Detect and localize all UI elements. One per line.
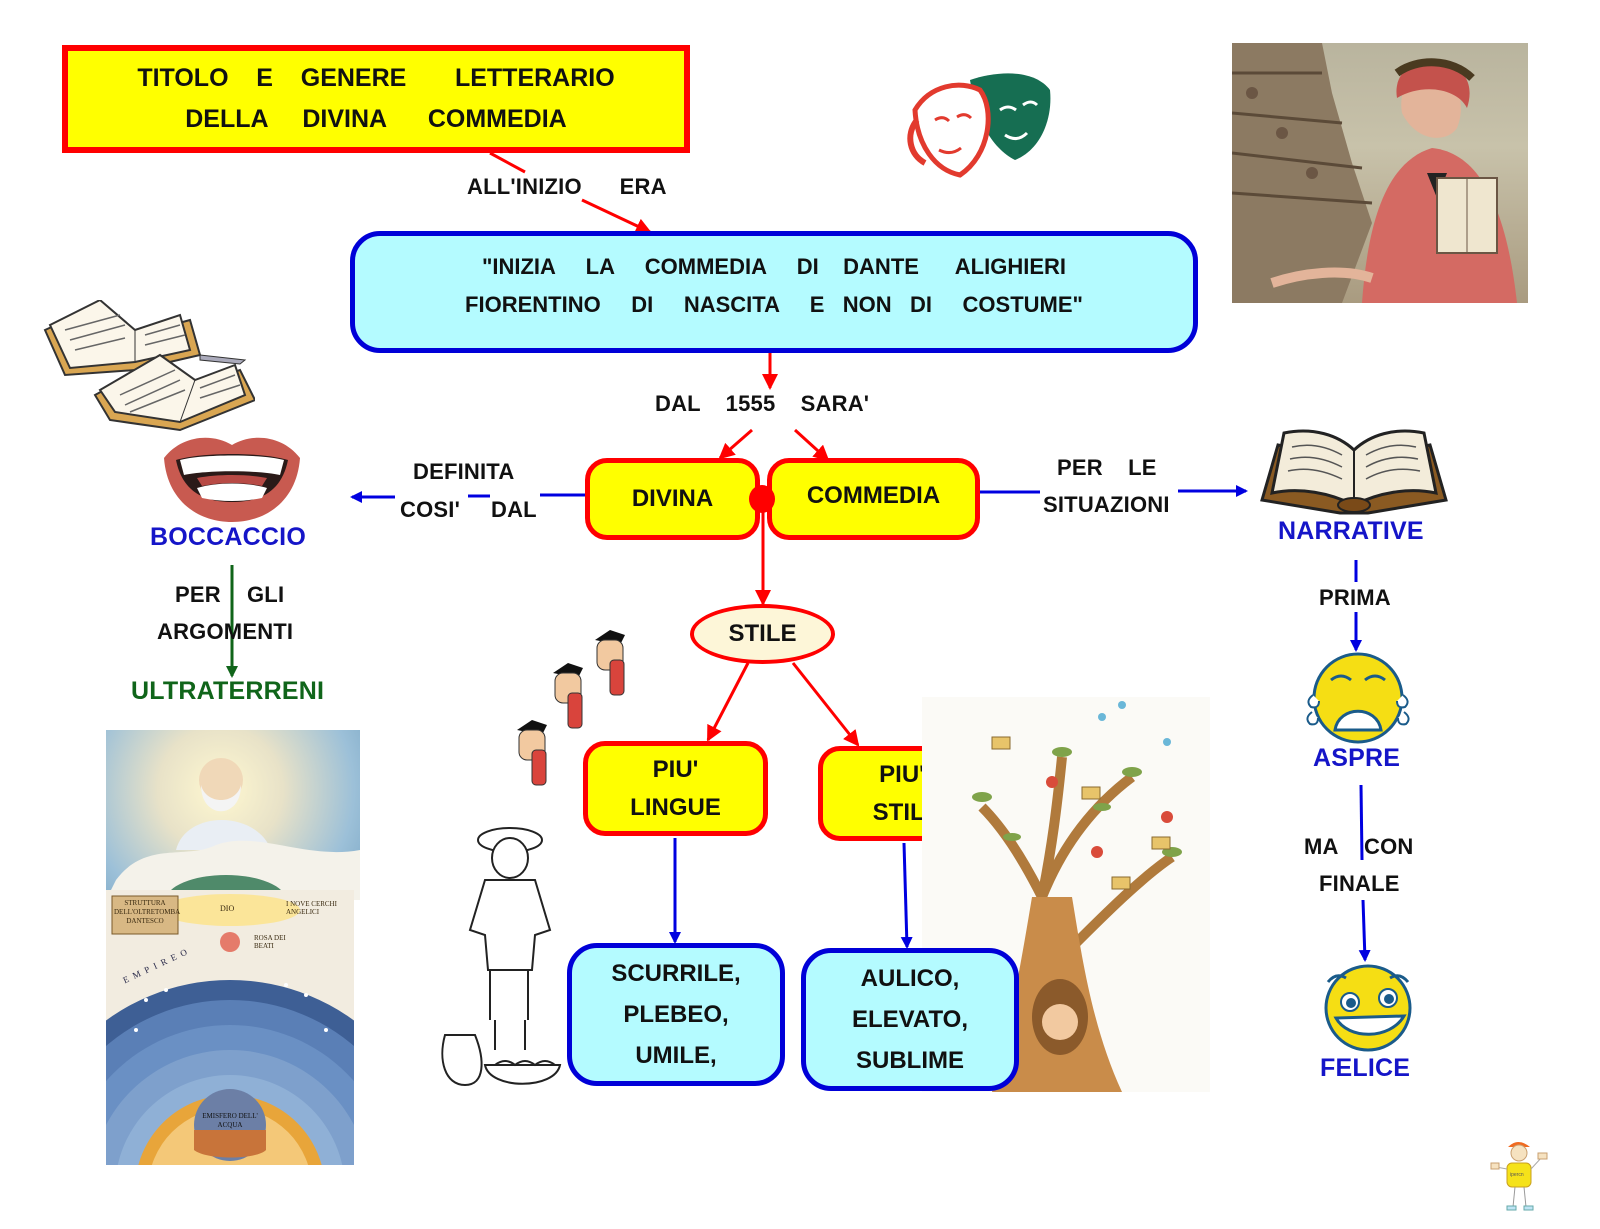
edge-dal-divina	[718, 428, 753, 460]
edge-label-con: CON	[1364, 834, 1414, 859]
edge-aspre-felice-a	[1359, 784, 1364, 861]
theatre-masks-icon	[905, 65, 1055, 185]
edge-title-quote-b	[581, 198, 652, 234]
cosmos-emisfero: EMISFERO DELL' ACQUA	[202, 1112, 258, 1129]
node-ultraterreni: ULTRATERRENI	[131, 677, 325, 705]
value-scurrile: SCURRILE,	[611, 960, 741, 987]
node-piu-stili-line-2: STILI	[872, 798, 932, 826]
edge-label-per-le: PER LE	[1057, 455, 1157, 480]
value-elevato: ELEVATO,	[851, 1006, 968, 1033]
quote-box: "INIZIA LA COMMEDIA DI DANTE ALIGHIERI F…	[350, 231, 1198, 353]
edge-label-argomenti: ARGOMENTI	[157, 619, 294, 644]
value-sublime: SUBLIME	[856, 1047, 964, 1074]
node-felice: FELICE	[1320, 1054, 1411, 1082]
title-line-2: DELLA DIVINA COMMEDIA	[185, 105, 567, 133]
node-lingue-values: SCURRILE, PLEBEO, UMILE,	[567, 943, 785, 1086]
mascot-figure-icon: ipercn	[1490, 1135, 1550, 1215]
edge-label-cosi: COSI'	[400, 497, 461, 522]
value-plebeo: PLEBEO,	[623, 1001, 729, 1028]
node-stile-label: STILE	[728, 620, 797, 647]
edge-aspre-felice-b	[1358, 899, 1371, 962]
smiling-mouth-icon	[162, 430, 302, 525]
god-in-heaven-image	[106, 730, 360, 900]
edge-label-prima: PRIMA	[1319, 585, 1391, 610]
open-books-icon	[40, 300, 255, 435]
edge-label-per: PER	[175, 582, 221, 607]
edge-stile-stili	[791, 662, 860, 747]
edge-label-gli: GLI	[247, 582, 285, 607]
edge-label-dal: DAL	[491, 497, 537, 522]
dante-cosmos-diagram: STRUTTURA DELL'OLTRETOMBA DANTESCO DIO I…	[106, 890, 354, 1165]
edge-dal-commedia	[793, 428, 830, 462]
dante-portrait-image	[1232, 43, 1528, 303]
node-stile: STILE	[690, 604, 835, 664]
node-commedia-label: COMMEDIA	[806, 482, 941, 509]
happy-face-icon	[1318, 960, 1418, 1052]
cosmos-rosa: ROSA DEI BEATI	[254, 934, 286, 950]
cosmos-dio: DIO	[220, 904, 235, 913]
junction-dot	[749, 485, 775, 513]
open-book-icon	[1258, 425, 1450, 517]
edge-label-definita: DEFINITA	[413, 459, 515, 484]
node-piu-lingue-line-2: LINGUE	[630, 793, 721, 821]
value-aulico: AULICO,	[860, 965, 960, 992]
edge-label-dal-1555-sara: DAL 1555 SARA'	[655, 391, 870, 416]
node-commedia: COMMEDIA	[767, 458, 980, 540]
node-piu-lingue: PIU' LINGUE	[583, 741, 768, 836]
quote-line-2: FIORENTINO DI NASCITA E NON DI COSTUME"	[465, 292, 1083, 317]
cosmos-title: STRUTTURA DELL'OLTRETOMBA DANTESCO	[114, 899, 181, 925]
edge-label-situazioni: SITUAZIONI	[1043, 492, 1170, 517]
quote-line-1: "INIZIA LA COMMEDIA DI DANTE ALIGHIERI	[481, 254, 1067, 279]
node-divina: DIVINA	[585, 458, 760, 540]
node-piu-stili-line-1: PIU'	[879, 760, 925, 788]
node-narrative: NARRATIVE	[1278, 517, 1424, 545]
tongue-faces-icon	[515, 625, 635, 795]
peasant-drawing	[440, 820, 565, 1090]
node-boccaccio: BOCCACCIO	[150, 523, 306, 551]
title-box: TITOLO E GENERE LETTERARIO DELLA DIVINA …	[62, 45, 690, 153]
edge-label-finale: FINALE	[1319, 871, 1400, 896]
node-aspre: ASPRE	[1313, 744, 1401, 772]
book-tree-image	[922, 697, 1210, 1092]
cosmos-cerchi: I NOVE CERCHI ANGELICI	[286, 900, 337, 916]
node-piu-lingue-line-1: PIU'	[652, 755, 699, 783]
edge-stili-values	[900, 842, 913, 949]
edge-title-quote-a	[489, 151, 526, 174]
title-line-1: TITOLO E GENERE LETTERARIO	[137, 64, 615, 92]
node-stili-values: AULICO, ELEVATO, SUBLIME	[801, 948, 1019, 1091]
crying-face-icon	[1303, 650, 1413, 745]
mascot-shirt-text: ipercn	[1510, 1172, 1524, 1178]
node-divina-label: DIVINA	[631, 485, 714, 512]
value-umile: UMILE,	[635, 1042, 717, 1069]
edge-stile-lingue	[706, 662, 750, 742]
edge-label-ma: MA	[1304, 834, 1339, 859]
edge-label-all-inizio-era: ALL'INIZIO ERA	[467, 174, 667, 199]
